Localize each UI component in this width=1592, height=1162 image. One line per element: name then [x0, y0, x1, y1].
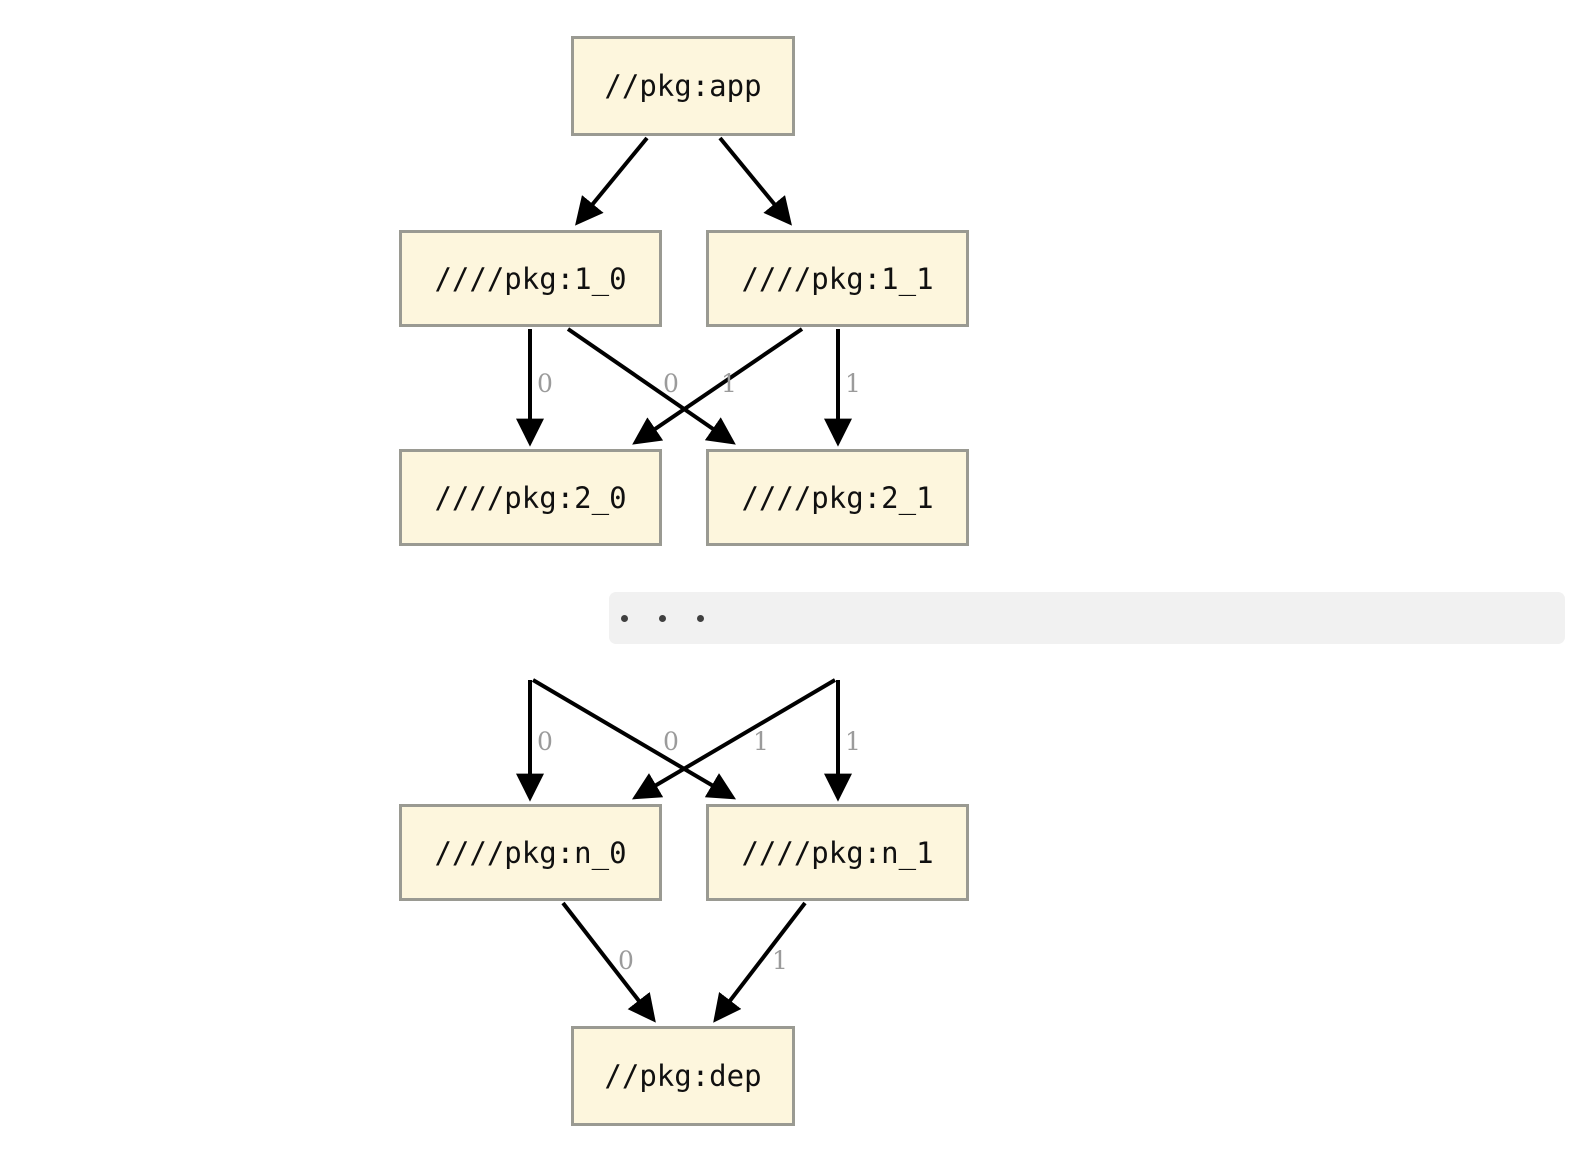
edge-app-to-1_1	[718, 136, 792, 226]
truncated-rows-indicator	[609, 592, 1565, 644]
node-label: ////pkg:1_1	[741, 261, 934, 296]
edge-truncated-to-n_1-cross	[531, 678, 737, 800]
node-pkg-2_1[interactable]: ////pkg:2_1	[706, 449, 969, 546]
node-label: ////pkg:1_0	[434, 261, 627, 296]
node-label: ////pkg:n_1	[741, 835, 934, 870]
edge-label-1_0-2_1: 0	[663, 369, 679, 398]
node-pkg-n_0[interactable]: ////pkg:n_0	[399, 804, 662, 901]
edge-1_1-to-2_0	[632, 327, 804, 445]
node-pkg-2_0[interactable]: ////pkg:2_0	[399, 449, 662, 546]
edge-label-trunc-n_0-cross: 1	[753, 727, 769, 756]
edge-label-1_1-2_1: 1	[845, 369, 861, 398]
edge-truncated-to-n_0-cross	[631, 678, 837, 800]
node-dep[interactable]: //pkg:dep	[571, 1026, 795, 1126]
edge-label-trunc-n_1-cross: 0	[663, 727, 679, 756]
node-label: //pkg:app	[604, 69, 762, 103]
node-pkg-1_0[interactable]: ////pkg:1_0	[399, 230, 662, 327]
node-pkg-1_1[interactable]: ////pkg:1_1	[706, 230, 969, 327]
edge-1_0-to-2_1	[566, 327, 736, 445]
node-label: ////pkg:n_0	[434, 835, 627, 870]
edge-label-n_1-dep: 1	[772, 946, 788, 975]
edge-label-1_0-2_0: 0	[537, 369, 553, 398]
edge-app-to-1_0	[575, 136, 649, 226]
edge-label-1_1-2_0: 1	[721, 369, 737, 398]
edge-n_0-to-dep	[561, 901, 656, 1023]
node-pkg-n_1[interactable]: ////pkg:n_1	[706, 804, 969, 901]
edge-label-n_0-dep: 0	[618, 946, 634, 975]
node-label: //pkg:dep	[604, 1059, 762, 1093]
edge-label-trunc-n_0: 0	[537, 727, 553, 756]
node-app[interactable]: //pkg:app	[571, 36, 795, 136]
edge-label-trunc-n_1: 1	[845, 727, 861, 756]
ellipsis-icon	[621, 614, 735, 622]
edge-n_1-to-dep	[713, 901, 807, 1023]
node-label: ////pkg:2_1	[741, 480, 934, 515]
node-label: ////pkg:2_0	[434, 480, 627, 515]
